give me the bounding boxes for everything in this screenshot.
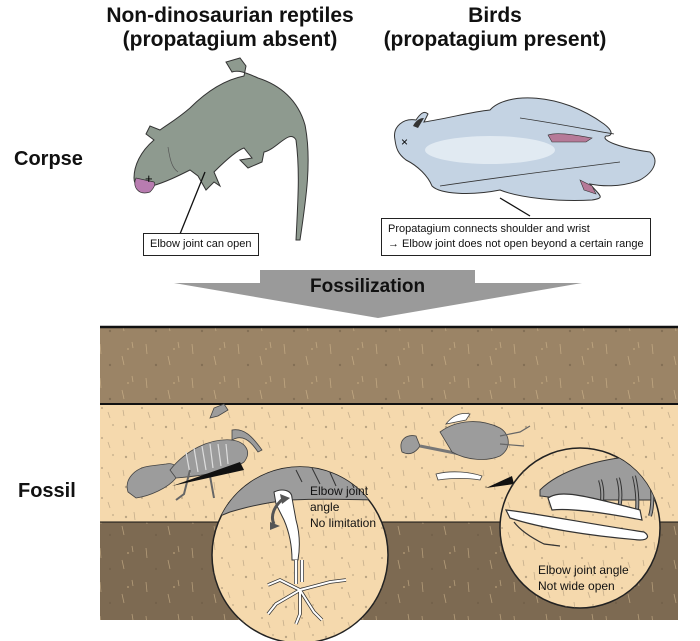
right-column-title: Birds (propatagium present) [370,4,620,52]
right-title-line2: (propatagium present) [383,28,607,51]
lizard-zoom-line3: No limitation [310,516,377,530]
lizard-zoom-text: Elbow joint angle No limitation [310,483,376,531]
strata-panel [100,325,678,620]
row-label-fossil: Fossil [18,480,76,502]
bird-zoom-text: Elbow joint angle Not wide open [538,562,629,594]
bird-elbow-zoom [499,447,661,609]
bird-zoom-pointer [486,476,514,488]
lizard-elbow-callout: Elbow joint can open [143,233,259,256]
bird-fossil-skeleton [400,413,531,481]
bird-callout-line1: Propatagium connects shoulder and wrist [388,223,590,235]
right-title-line1: Birds [468,4,522,27]
left-title-line1: Non-dinosaurian reptiles [106,4,354,27]
bird-eye-cross-icon: × [401,135,408,149]
lizard-zoom-line1: Elbow joint [310,484,369,498]
fossilization-label: Fossilization [310,276,426,297]
lizard-corpse-illustration: + [133,57,309,241]
lizard-eye-cross-icon: + [145,171,153,186]
left-column-title: Non-dinosaurian reptiles (propatagium ab… [105,4,355,52]
lizard-zoom-line2: angle [310,500,340,514]
bird-zoom-line1: Elbow joint angle [538,563,629,577]
fossilization-arrow [174,270,582,318]
bird-zoom-line2: Not wide open [538,579,615,593]
lizard-elbow-zoom [211,466,389,641]
left-title-line2: (propatagium absent) [122,28,338,51]
row-label-corpse: Corpse [14,148,83,170]
bird-propatagium-callout: Propatagium connects shoulder and wrist … [381,218,651,256]
bird-callout-line2: → Elbow joint does not open beyond a cer… [388,238,644,250]
lizard-zoom-pointer [172,462,244,486]
bird-corpse-illustration: × [394,97,656,217]
